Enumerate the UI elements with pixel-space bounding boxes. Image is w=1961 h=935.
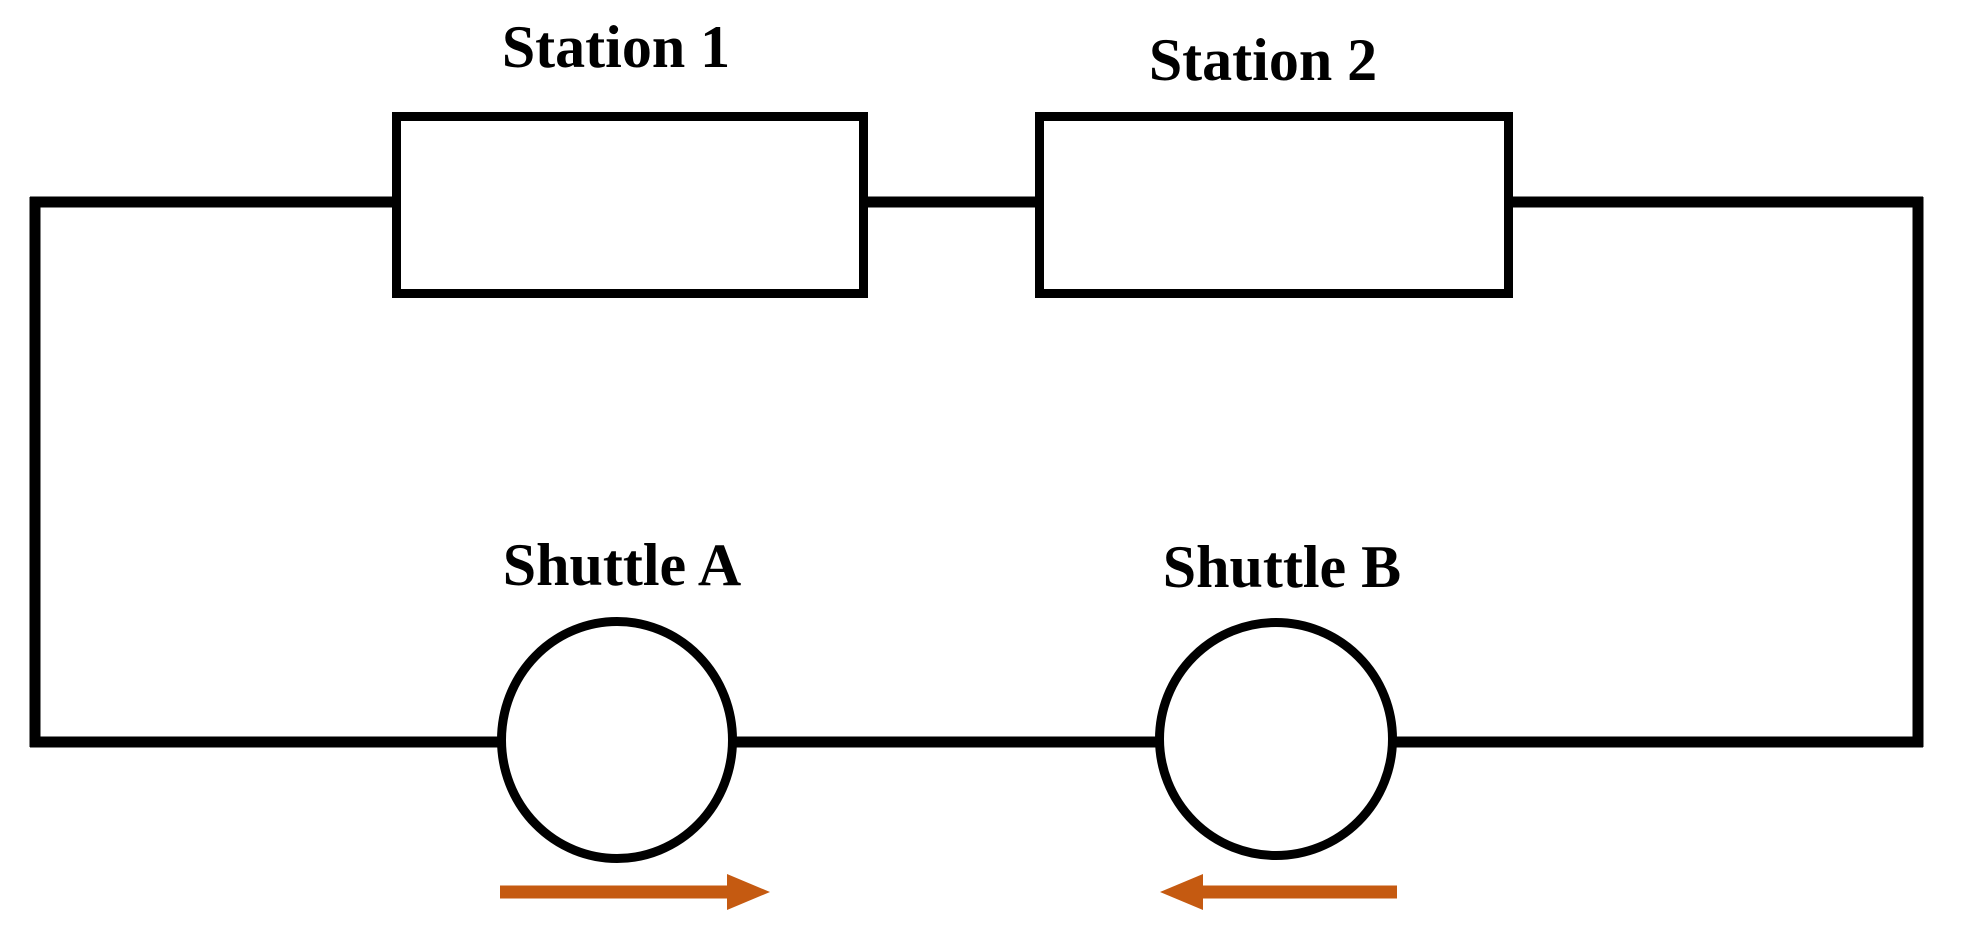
shuttle-b-left-arrow-icon [1160, 874, 1397, 910]
labels: Station 1 Station 2 Shuttle A Shuttle B [502, 14, 1401, 600]
node-shapes [392, 112, 1513, 863]
shuttle-b-label: Shuttle B [1163, 534, 1401, 600]
shuttle-a-right-arrow-icon [500, 874, 770, 910]
shuttle-a-label: Shuttle A [503, 532, 741, 598]
shuttle-a-circle [497, 617, 737, 863]
track-loop [29, 196, 1924, 748]
station-2-label: Station 2 [1149, 27, 1377, 93]
shuttle-b-circle [1155, 618, 1397, 860]
shuttle-b-arrow-head [1160, 874, 1203, 910]
station-2-box [1035, 112, 1513, 298]
station-1-label: Station 1 [502, 14, 730, 80]
station-1-box [392, 112, 868, 298]
shuttle-a-arrow-head [727, 874, 770, 910]
direction-arrows [500, 874, 1397, 910]
